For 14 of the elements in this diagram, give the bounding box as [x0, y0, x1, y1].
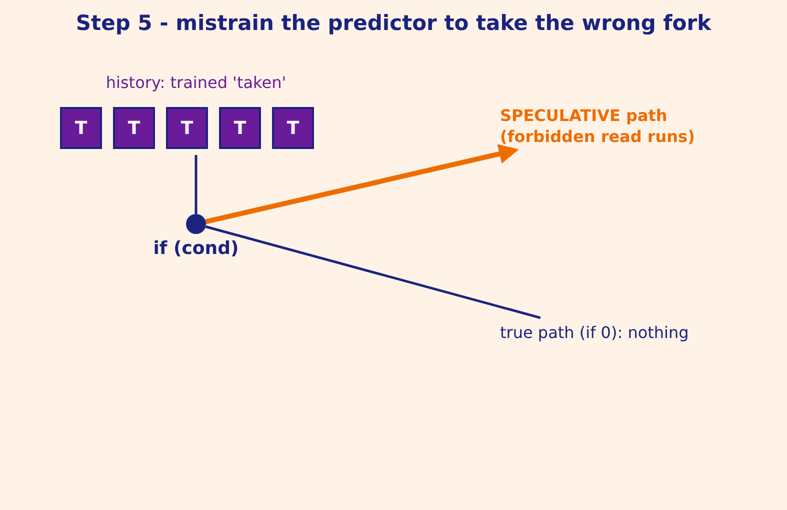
history-entry: T	[272, 107, 314, 149]
title: Step 5 - mistrain the predictor to take the wrong fork	[76, 11, 712, 35]
path-label: true path (if 0): nothing	[500, 322, 689, 343]
connector-line	[194, 155, 198, 214]
path-label: SPECULATIVE path (forbidden read runs)	[500, 105, 740, 147]
history-label: history: trained 'taken'	[106, 73, 286, 92]
branch-point	[186, 214, 206, 234]
connector-line	[205, 225, 541, 319]
arrow	[205, 144, 519, 224]
history-entry: T	[113, 107, 155, 149]
condition-label: if (cond)	[153, 238, 239, 259]
history-entry: T	[166, 107, 208, 149]
history-entry: T	[60, 107, 102, 149]
history-entry: T	[219, 107, 261, 149]
